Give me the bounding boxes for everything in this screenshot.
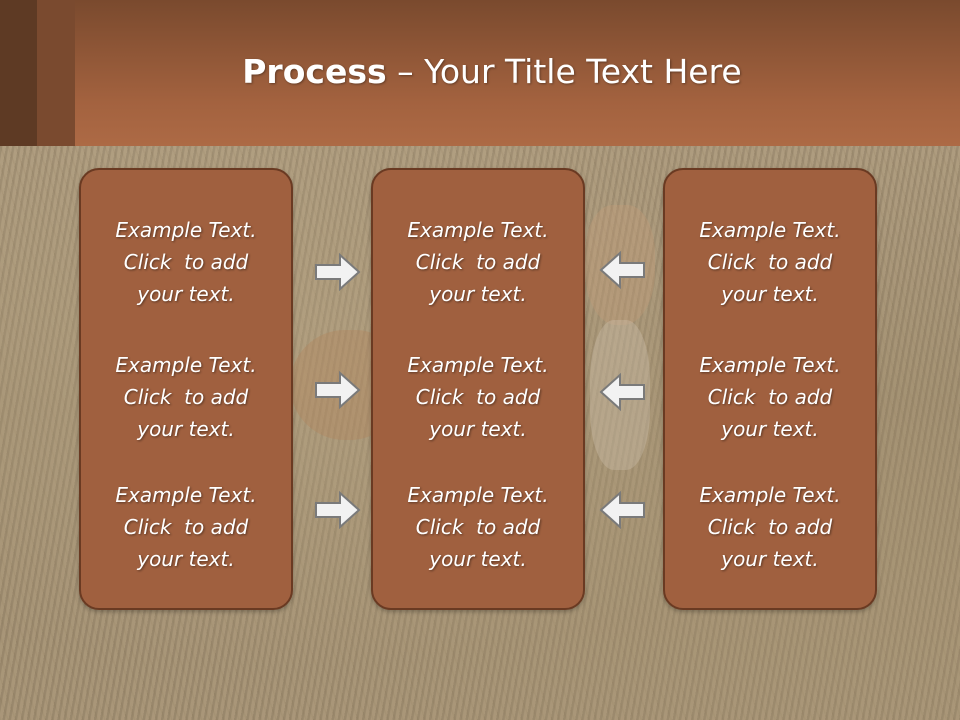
arrow-right-icon [315,370,361,410]
text-placeholder[interactable]: Example Text. Click to add your text. [373,349,583,445]
text-line: Example Text. [115,483,257,507]
text-line: Example Text. [407,483,549,507]
text-line: Click to add [415,250,541,274]
text-line: Click to add [123,385,249,409]
text-line: Example Text. [115,218,257,242]
text-line: your text. [721,417,819,441]
header-stripe [0,0,37,146]
text-placeholder[interactable]: Example Text. Click to add your text. [665,214,875,310]
process-box-center[interactable]: Example Text. Click to add your text. Ex… [371,168,585,610]
text-line: Click to add [415,515,541,539]
text-line: Click to add [707,385,833,409]
text-line: your text. [137,282,235,306]
arrow-right-icon [315,490,361,530]
slide-title[interactable]: Process – Your Title Text Here [0,52,960,91]
text-line: Click to add [123,515,249,539]
text-line: Click to add [707,515,833,539]
text-line: Click to add [123,250,249,274]
text-placeholder[interactable]: Example Text. Click to add your text. [665,479,875,575]
header-stripe [37,0,75,146]
text-line: your text. [721,282,819,306]
text-line: your text. [429,547,527,571]
arrow-left-icon [599,250,645,290]
text-line: Example Text. [699,483,841,507]
text-line: your text. [137,417,235,441]
text-line: Example Text. [115,353,257,377]
text-line: your text. [137,547,235,571]
text-line: your text. [721,547,819,571]
text-line: Example Text. [407,218,549,242]
arrow-left-icon [599,372,645,412]
text-line: your text. [429,282,527,306]
text-line: Click to add [707,250,833,274]
process-box-left[interactable]: Example Text. Click to add your text. Ex… [79,168,293,610]
text-line: Click to add [415,385,541,409]
text-placeholder[interactable]: Example Text. Click to add your text. [81,214,291,310]
title-bold: Process [242,52,387,91]
text-placeholder[interactable]: Example Text. Click to add your text. [373,214,583,310]
text-placeholder[interactable]: Example Text. Click to add your text. [665,349,875,445]
text-line: Example Text. [699,353,841,377]
text-placeholder[interactable]: Example Text. Click to add your text. [81,349,291,445]
process-box-right[interactable]: Example Text. Click to add your text. Ex… [663,168,877,610]
arrow-left-icon [599,490,645,530]
title-bar: Process – Your Title Text Here [0,0,960,146]
text-line: your text. [429,417,527,441]
text-line: Example Text. [699,218,841,242]
text-placeholder[interactable]: Example Text. Click to add your text. [81,479,291,575]
title-rest: – Your Title Text Here [386,52,742,91]
arrow-right-icon [315,252,361,292]
text-placeholder[interactable]: Example Text. Click to add your text. [373,479,583,575]
text-line: Example Text. [407,353,549,377]
